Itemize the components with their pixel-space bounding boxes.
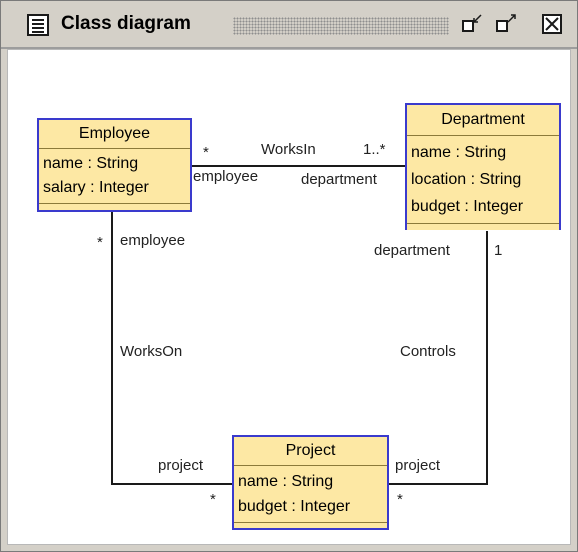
multiplicity-works-in-employee: * bbox=[203, 144, 209, 161]
role-controls-project: project bbox=[395, 457, 441, 474]
association-line-controls bbox=[388, 231, 488, 485]
title-bar[interactable]: Class diagram bbox=[1, 1, 577, 49]
class-operations bbox=[39, 204, 190, 210]
title-bar-grip[interactable] bbox=[233, 17, 449, 35]
class-employee[interactable]: Employee name : String salary : Integer bbox=[37, 118, 192, 212]
attribute-budget: budget : Integer bbox=[238, 498, 351, 515]
class-attributes: name : String salary : Integer bbox=[39, 149, 190, 204]
class-operations bbox=[407, 224, 559, 230]
role-works-on-project: project bbox=[158, 457, 204, 474]
association-name-works-in: WorksIn bbox=[261, 141, 316, 158]
multiplicity-controls-department: 1 bbox=[494, 242, 503, 259]
class-operations bbox=[234, 523, 387, 528]
multiplicity-works-on-employee: * bbox=[97, 234, 103, 251]
role-works-on-employee: employee bbox=[120, 232, 186, 249]
diagram-canvas[interactable]: Employee name : String salary : Integer … bbox=[7, 49, 571, 545]
document-icon[interactable] bbox=[27, 14, 49, 36]
association-line-works-on bbox=[111, 211, 233, 485]
role-works-in-employee: employee bbox=[193, 168, 259, 185]
multiplicity-works-in-department: 1..* bbox=[363, 141, 386, 158]
attribute-name: name : String bbox=[43, 155, 139, 172]
attribute-budget: budget : Integer bbox=[411, 198, 524, 215]
maximize-icon[interactable] bbox=[495, 13, 517, 35]
association-lines bbox=[111, 165, 488, 485]
class-attributes: name : String budget : Integer bbox=[234, 466, 387, 523]
attribute-salary: salary : Integer bbox=[43, 179, 149, 196]
class-project[interactable]: Project name : String budget : Integer bbox=[232, 435, 389, 530]
role-works-in-department: department bbox=[301, 171, 377, 188]
multiplicity-works-on-project: * bbox=[210, 491, 216, 508]
role-controls-department: department bbox=[374, 242, 450, 259]
window-title: Class diagram bbox=[61, 13, 191, 34]
iconify-icon[interactable] bbox=[461, 13, 483, 35]
attribute-name: name : String bbox=[411, 144, 507, 161]
multiplicity-controls-project: * bbox=[397, 491, 403, 508]
class-name: Department bbox=[407, 105, 559, 136]
association-name-works-on: WorksOn bbox=[120, 343, 183, 360]
class-department[interactable]: Department name : String location : Stri… bbox=[405, 103, 561, 230]
class-attributes: name : String location : String budget :… bbox=[407, 136, 559, 224]
class-name: Project bbox=[234, 437, 387, 466]
close-icon[interactable] bbox=[541, 13, 563, 35]
attribute-location: location : String bbox=[411, 171, 522, 188]
attribute-name: name : String bbox=[238, 473, 334, 490]
class-name: Employee bbox=[39, 120, 190, 149]
association-name-controls: Controls bbox=[400, 343, 456, 360]
